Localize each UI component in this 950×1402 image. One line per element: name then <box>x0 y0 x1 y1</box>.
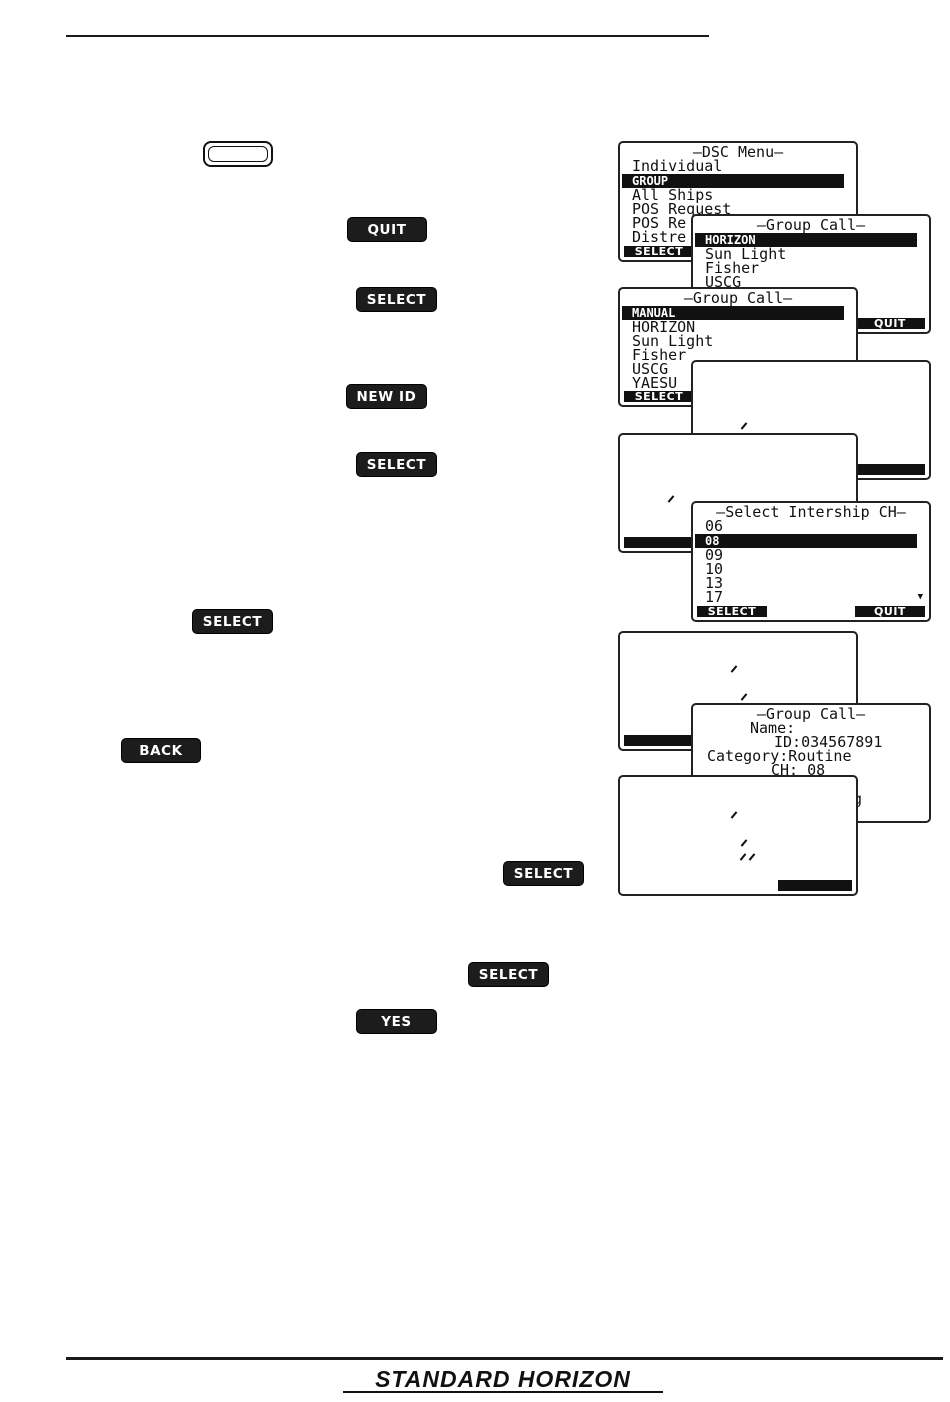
channel-item-selected: 08 <box>695 534 917 548</box>
select-key-icon: SELECT <box>504 862 583 885</box>
brand-logo-underline <box>343 1391 663 1393</box>
detail-id: ID:034567891 <box>774 733 883 751</box>
detail-name: Name: <box>750 719 796 737</box>
softkey-quit: QUIT <box>855 318 925 329</box>
menu-item: Distre <box>632 228 687 246</box>
group-item: Sun Light <box>705 245 787 263</box>
detail-category: Category:Routine <box>707 747 852 765</box>
menu-item: POS Re <box>632 214 687 232</box>
lcd-blank-entry <box>618 775 858 896</box>
detail-channel: CH: 08 <box>771 761 826 779</box>
group-item: USCG <box>705 273 742 291</box>
cursor-mark <box>740 839 748 847</box>
softkey-bar <box>624 735 694 746</box>
lcd-title: –Group Call– <box>756 705 866 723</box>
channel-item: 17 <box>705 588 724 606</box>
cursor-mark <box>740 422 748 430</box>
lcd-title: –DSC Menu– <box>692 143 784 161</box>
brand-logo: STANDARD HORIZON <box>375 1366 631 1392</box>
cursor-mark <box>740 693 748 701</box>
select-key-icon: SELECT <box>469 963 548 986</box>
cursor-mark <box>748 853 756 861</box>
group-item: Fisher <box>632 346 687 364</box>
quit-key-icon: QUIT <box>348 218 426 241</box>
channel-item: 09 <box>705 546 724 564</box>
lcd-title: –Select Intership CH– <box>716 503 906 521</box>
softkey-select: SELECT <box>624 246 694 257</box>
cursor-mark <box>730 665 738 673</box>
scroll-down-icon: ▼ <box>917 592 923 602</box>
softkey-select: SELECT <box>697 606 767 617</box>
lcd-select-intership: –Select Intership CH– 06 08 09 10 13 17 … <box>691 501 931 622</box>
new-id-key-icon: NEW ID <box>347 385 426 408</box>
cursor-mark <box>667 495 675 503</box>
group-item: HORIZON <box>632 318 696 336</box>
lcd-title: –Group Call– <box>683 289 793 307</box>
menu-item: Individual <box>632 157 723 175</box>
softkey-quit: QUIT <box>855 606 925 617</box>
lcd-dsc-menu: –DSC Menu– Individual GROUP All Ships PO… <box>618 141 858 262</box>
back-key-icon: BACK <box>122 739 200 762</box>
softkey-select: SELECT <box>624 391 694 402</box>
menu-item: All Ships <box>632 186 714 204</box>
call-key-icon <box>203 141 273 167</box>
yes-key-icon: YES <box>357 1010 436 1033</box>
menu-item: POS Request <box>632 200 732 218</box>
channel-item: 13 <box>705 574 724 592</box>
channel-item: 10 <box>705 560 724 578</box>
channel-item: 06 <box>705 517 724 535</box>
softkey-bar <box>778 880 852 891</box>
cursor-mark <box>739 853 747 861</box>
group-item-selected: MANUAL <box>622 306 844 320</box>
softkey-bar <box>855 464 925 475</box>
group-item: USCG <box>632 360 669 378</box>
menu-item-selected: GROUP <box>622 174 844 188</box>
cursor-mark <box>730 811 738 819</box>
softkey-bar <box>624 537 694 548</box>
header-rule <box>66 35 709 37</box>
lcd-title: –Group Call– <box>756 216 866 234</box>
group-item: Fisher <box>705 259 760 277</box>
group-item: Sun Light <box>632 332 714 350</box>
group-item: YAESU <box>632 374 678 392</box>
select-key-icon: SELECT <box>193 610 272 633</box>
footer-rule <box>66 1357 943 1360</box>
group-item-selected: HORIZON <box>695 233 917 247</box>
select-key-icon: SELECT <box>357 453 436 476</box>
select-key-icon: SELECT <box>357 288 436 311</box>
